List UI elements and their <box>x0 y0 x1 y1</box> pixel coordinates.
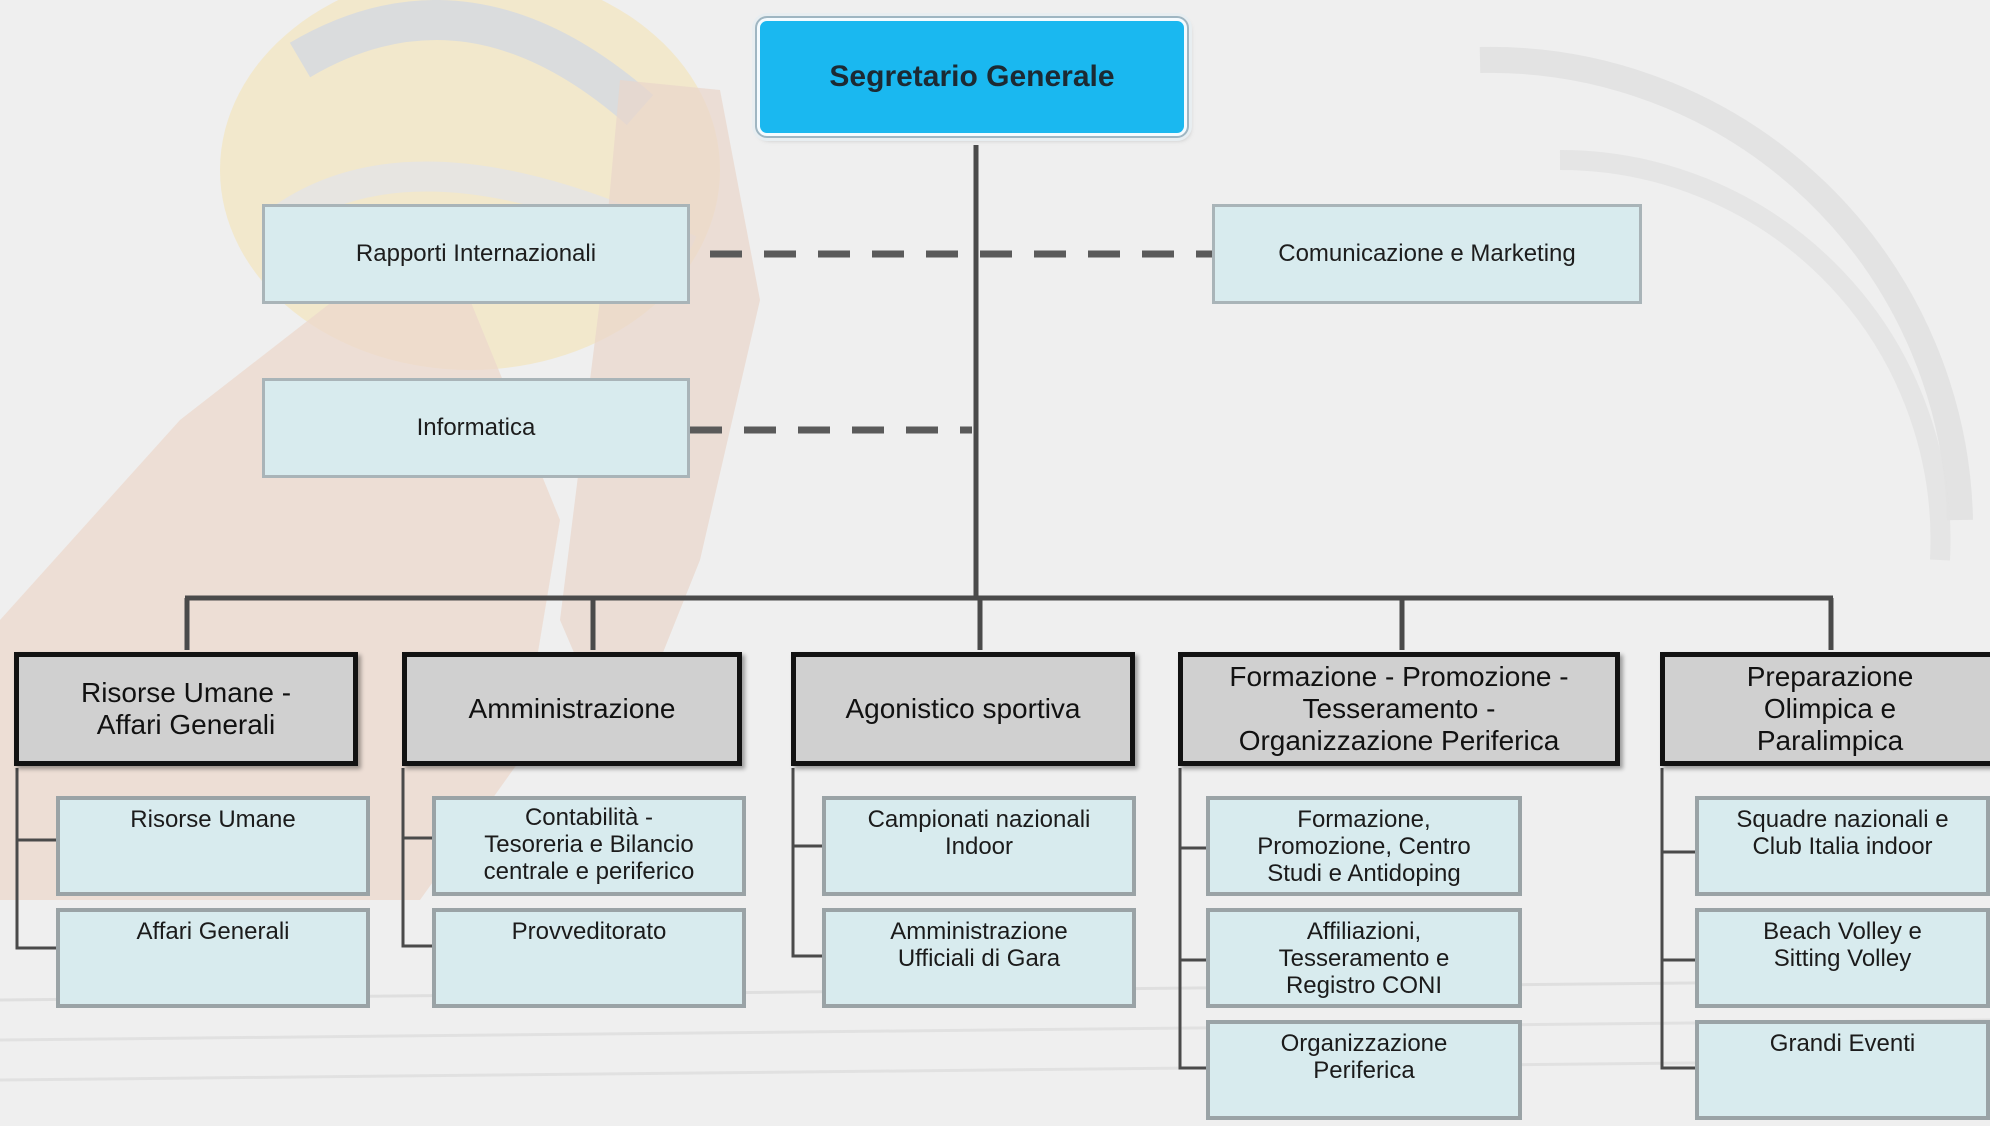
communication-marketing-box: Comunicazione e Marketing <box>1212 204 1642 304</box>
unit-label: Squadre nazionali e Club Italia indoor <box>1736 806 1949 860</box>
division-title: Risorse Umane - Affari Generali <box>80 677 292 740</box>
unit-box: Risorse Umane <box>56 796 370 896</box>
communication-marketing-label: Comunicazione e Marketing <box>1278 240 1576 267</box>
division-olympic-preparation: Preparazione Olimpica e Paralimpica <box>1660 652 1990 766</box>
unit-label: Affari Generali <box>136 918 290 945</box>
it-label: Informatica <box>416 414 536 441</box>
division-sport-competition: Agonistico sportiva <box>791 652 1135 766</box>
unit-label: Grandi Eventi <box>1769 1030 1916 1057</box>
unit-box: Contabilità - Tesoreria e Bilancio centr… <box>432 796 746 896</box>
unit-box: Organizzazione Periferica <box>1206 1020 1522 1120</box>
secretary-general-box: Segretario Generale <box>755 16 1189 138</box>
unit-label: Contabilità - Tesoreria e Bilancio centr… <box>483 804 695 885</box>
unit-box: Beach Volley e Sitting Volley <box>1695 908 1990 1008</box>
unit-label: Provveditorato <box>511 918 667 945</box>
unit-label: Campionati nazionali Indoor <box>867 806 1091 860</box>
secretary-general-label: Segretario Generale <box>829 60 1115 93</box>
unit-box: Squadre nazionali e Club Italia indoor <box>1695 796 1990 896</box>
division-administration: Amministrazione <box>402 652 742 766</box>
unit-label: Risorse Umane <box>130 806 296 833</box>
unit-box: Grandi Eventi <box>1695 1020 1990 1120</box>
unit-label: Affiliazioni, Tesseramento e Registro CO… <box>1278 918 1450 999</box>
international-relations-label: Rapporti Internazionali <box>355 240 597 267</box>
division-title: Formazione - Promozione - Tesseramento -… <box>1229 661 1569 756</box>
unit-label: Amministrazione Ufficiali di Gara <box>890 918 1068 972</box>
it-box: Informatica <box>262 378 690 478</box>
division-hr-general-affairs: Risorse Umane - Affari Generali <box>14 652 358 766</box>
division-training-promotion: Formazione - Promozione - Tesseramento -… <box>1178 652 1620 766</box>
unit-box: Affari Generali <box>56 908 370 1008</box>
unit-box: Provveditorato <box>432 908 746 1008</box>
division-title: Amministrazione <box>468 693 676 724</box>
unit-box: Campionati nazionali Indoor <box>822 796 1136 896</box>
unit-box: Amministrazione Ufficiali di Gara <box>822 908 1136 1008</box>
unit-label: Organizzazione Periferica <box>1280 1030 1448 1084</box>
unit-box: Formazione, Promozione, Centro Studi e A… <box>1206 796 1522 896</box>
division-title: Preparazione Olimpica e Paralimpica <box>1746 661 1914 756</box>
unit-label: Beach Volley e Sitting Volley <box>1763 918 1922 972</box>
international-relations-box: Rapporti Internazionali <box>262 204 690 304</box>
unit-box: Affiliazioni, Tesseramento e Registro CO… <box>1206 908 1522 1008</box>
unit-label: Formazione, Promozione, Centro Studi e A… <box>1257 806 1471 887</box>
division-title: Agonistico sportiva <box>845 693 1081 724</box>
